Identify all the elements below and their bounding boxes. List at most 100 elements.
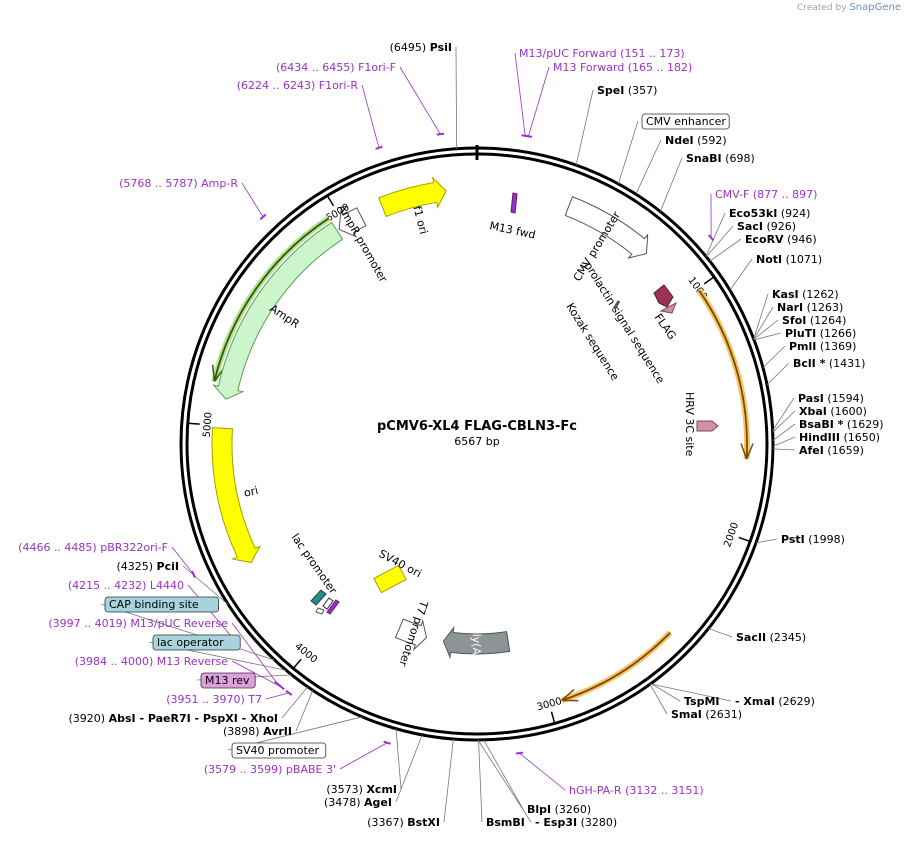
f1-ori-feature[interactable] [378, 176, 447, 218]
pcii-site-name: PciI [157, 560, 179, 573]
xbai-site[interactable]: XbaI (1600) [799, 405, 867, 418]
primer-mark[interactable] [383, 740, 391, 745]
leader-line [650, 683, 732, 702]
psii-site[interactable]: (6495) PsiI [390, 41, 452, 54]
sfoi-site-pos: (1264) [810, 314, 847, 327]
flag-feature[interactable] [653, 284, 674, 308]
orf-arc[interactable] [561, 631, 671, 702]
sfoi-site[interactable]: SfoI (1264) [782, 314, 846, 327]
kasi-site[interactable]: KasI (1262) [772, 288, 839, 301]
sacii-site[interactable]: SacII (2345) [736, 631, 806, 644]
t7-primer[interactable]: (3951 .. 3970) T7 [166, 693, 262, 706]
agei-site[interactable]: (3478) AgeI [324, 796, 392, 809]
hrv-3c-feature[interactable] [696, 420, 719, 432]
m13-puc-forward-primer[interactable]: M13/pUC Forward (151 .. 173) [519, 47, 685, 60]
ecorv-site-pos: (946) [787, 233, 817, 246]
ori-feature[interactable] [211, 427, 262, 564]
primer-mark[interactable] [707, 234, 715, 242]
pbabe-3-primer[interactable]: (3579 .. 3599) pBABE 3' [204, 763, 336, 776]
tspmi-site[interactable]: TspMI [684, 695, 720, 708]
snabi-site[interactable]: SnaBI (698) [686, 152, 755, 165]
afei-site-pos: (1659) [827, 444, 864, 457]
bsmbi-site[interactable]: BsmBI [486, 816, 525, 829]
f1ori-r-primer[interactable]: (6224 .. 6243) F1ori-R [237, 79, 359, 92]
ampr-promoter-feature[interactable] [338, 207, 367, 238]
avrii-site[interactable]: (3898) AvrII [223, 725, 292, 738]
absi-paer7i-pspxi-xhoi-site-pos: (3920) [69, 712, 106, 725]
m13-forward-primer-pos: (165 .. 182) [628, 61, 693, 74]
plasmid-length: 6567 bp [454, 435, 499, 448]
bp-tick-label: 2000 [722, 521, 741, 549]
ndei-site-pos: (592) [697, 134, 727, 147]
m13-fwd-feature[interactable] [510, 192, 518, 214]
cmv-enhancer-box[interactable]: CMV enhancer [641, 113, 730, 130]
absi-paer7i-pspxi-xhoi-site[interactable]: (3920) AbsI - PaeR7I - PspXI - XhoI [69, 712, 278, 725]
cmv-f-primer[interactable]: CMV-F (877 .. 897) [715, 188, 817, 201]
primer-mark[interactable] [285, 689, 293, 696]
amp-r-primer[interactable]: (5768 .. 5787) Amp-R [119, 177, 238, 190]
cmv-promoter-feature[interactable] [564, 196, 649, 259]
psti-site-name: PstI [781, 533, 805, 546]
psti-site[interactable]: PstI (1998) [781, 533, 845, 546]
hgh-poly-a-signal-feature[interactable] [442, 625, 511, 660]
eco53ki-site[interactable]: Eco53kI (924) [729, 207, 810, 220]
smai-site[interactable]: SmaI (2631) [671, 708, 742, 721]
primer-mark[interactable] [436, 132, 445, 136]
lac-promoter-feature[interactable] [310, 589, 327, 606]
xmai-site[interactable]: - XmaI (2629) [735, 695, 815, 708]
pbr322ori-f-primer[interactable]: (4466 .. 4485) pBR322ori-F [18, 541, 168, 554]
pluti-site[interactable]: PluTI (1266) [785, 327, 856, 340]
t7-promoter-feature[interactable] [394, 618, 428, 652]
esp3i-site[interactable]: - Esp3I (3280) [535, 816, 617, 829]
m13-forward-primer[interactable]: M13 Forward (165 .. 182) [553, 61, 692, 74]
spei-site[interactable]: SpeI (357) [597, 84, 657, 97]
ecorv-site-name: EcoRV [745, 233, 784, 246]
orf-arc[interactable] [213, 217, 330, 382]
xcmi-site[interactable]: (3573) XcmI [326, 783, 397, 796]
ori-label: ori [243, 484, 260, 500]
ndei-site[interactable]: NdeI (592) [665, 134, 727, 147]
blpi-site-name: BlpI [527, 803, 551, 816]
noti-site[interactable]: NotI (1071) [756, 253, 822, 266]
cap-binding-site-box[interactable]: CAP binding site [104, 596, 219, 613]
hgh-pa-r-primer[interactable]: hGH-PA-R (3132 .. 3151) [569, 784, 704, 797]
m13-puc-reverse-primer[interactable]: (3997 .. 4019) M13/pUC Reverse [48, 617, 228, 630]
lac-operator-feature[interactable] [322, 597, 334, 610]
sv40-promoter-box[interactable]: SV40 promoter [231, 742, 327, 759]
f1ori-f-primer[interactable]: (6434 .. 6455) F1ori-F [276, 61, 396, 74]
ndei-site-name: NdeI [665, 134, 694, 147]
pcii-site[interactable]: (4325) PciI [116, 560, 179, 573]
primer-mark[interactable] [274, 680, 282, 688]
nari-site[interactable]: NarI (1263) [777, 301, 843, 314]
sacii-site-pos: (2345) [770, 631, 807, 644]
blpi-site[interactable]: BlpI (3260) [527, 803, 591, 816]
primer-mark[interactable] [191, 570, 196, 578]
m13-reverse-primer[interactable]: (3984 .. 4000) M13 Reverse [75, 655, 228, 668]
kozak-mark [612, 300, 621, 310]
primer-mark[interactable] [375, 145, 383, 150]
saci-site[interactable]: SacI (926) [737, 220, 796, 233]
tspmi-site-name: TspMI [684, 695, 720, 708]
orf-arc[interactable] [698, 290, 748, 460]
ampr-feature[interactable] [212, 221, 344, 400]
primer-mark[interactable] [259, 213, 267, 221]
ecorv-site[interactable]: EcoRV (946) [745, 233, 817, 246]
hindiii-site[interactable]: HindIII (1650) [799, 431, 880, 444]
primer-mark[interactable] [524, 134, 533, 138]
cap-binding-feature[interactable] [326, 599, 340, 615]
l4440-primer[interactable]: (4215 .. 4232) L4440 [68, 579, 184, 592]
afei-site[interactable]: AfeI (1659) [799, 444, 864, 457]
pasi-site[interactable]: PasI (1594) [798, 392, 864, 405]
pmli-site[interactable]: PmlI (1369) [789, 340, 856, 353]
bsabi-site[interactable]: BsaBI * (1629) [799, 418, 884, 431]
m13-rev-feature[interactable] [315, 607, 325, 615]
m13-rev-box[interactable]: M13 rev [200, 672, 256, 689]
leader-line [729, 258, 753, 291]
prolactin-feature[interactable] [659, 301, 677, 314]
lac-operator-box[interactable]: lac operator [152, 634, 241, 651]
primer-mark[interactable] [515, 751, 524, 755]
bstxi-site[interactable]: (3367) BstXI [367, 816, 440, 829]
bcli-site[interactable]: BclI * (1431) [793, 357, 865, 370]
sv40-ori-feature[interactable] [373, 564, 407, 594]
